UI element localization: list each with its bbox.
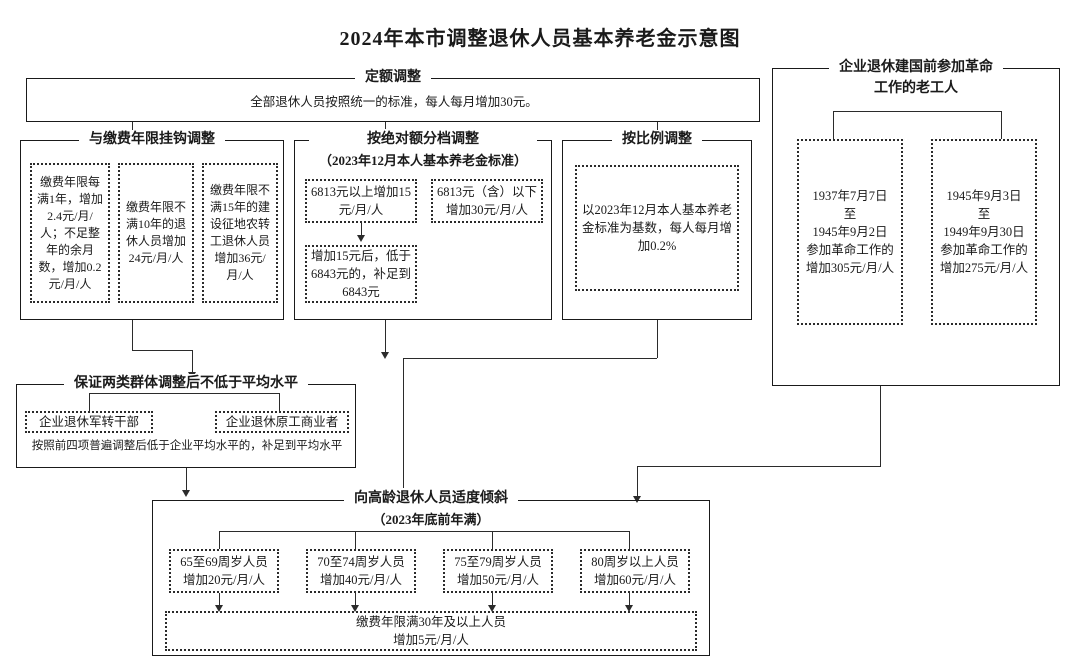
absolute-tier-box-above: 6813元以上增加15元/月/人 — [305, 179, 417, 223]
connector-proportional-down — [657, 320, 658, 358]
group-revolution-workers-legend: 企业退休建国前参加革命 工作的老工人 — [829, 57, 1003, 99]
arrow-elderly-1-down — [215, 605, 223, 612]
arrow-absolute-mid — [381, 352, 389, 359]
arrow-two-groups-to-elderly — [182, 490, 190, 497]
connector-contribution-to-two-groups — [192, 350, 193, 376]
group-contribution-years-legend: 与缴费年限挂钩调整 — [79, 130, 225, 150]
arrow-revolution-to-elderly — [633, 496, 641, 503]
connector-contribution-down — [132, 320, 133, 350]
two-groups-note: 按照前四项普遍调整后低于企业平均水平的，补足到平均水平 — [31, 440, 343, 452]
connector-revolution-to-elderly — [637, 466, 638, 500]
group-contribution-years: 与缴费年限挂钩调整 缴费年限每满1年，增加2.4元/月/人；不足整年的余月数，增… — [20, 130, 284, 320]
connector-elderly-1-down — [219, 593, 220, 607]
connector-fixed-to-contribution — [132, 122, 133, 134]
contribution-box-3: 缴费年限不满15年的建设征地农转工退休人员增加36元/月/人 — [202, 163, 278, 303]
absolute-tier-box-makeup: 增加15元后，低于6843元的，补足到6843元 — [305, 245, 417, 303]
elderly-box-1: 65至69周岁人员增加20元/月/人 — [169, 549, 279, 593]
absolute-tier-box-below: 6813元（含）以下增加30元/月/人 — [431, 179, 543, 223]
proportional-box: 以2023年12月本人基本养老金标准为基数，每人每月增加0.2% — [575, 165, 739, 291]
group-two-groups: 保证两类群体调整后不低于平均水平 企业退休军转干部 企业退休原工商业者 按照前四… — [16, 374, 356, 468]
two-groups-branch-left — [89, 393, 90, 411]
arrow-elderly-2-down — [351, 605, 359, 612]
two-groups-box-right: 企业退休原工商业者 — [215, 411, 349, 433]
connector-contribution-right — [132, 350, 192, 351]
group-fixed-adjustment-legend: 定额调整 — [355, 68, 431, 88]
revolution-branch-right — [1001, 111, 1002, 139]
connector-elderly-2-down — [355, 593, 356, 607]
elderly-branch-4 — [629, 531, 630, 549]
elderly-bottom-box: 缴费年限满30年及以上人员 增加5元/月/人 — [165, 611, 697, 651]
elderly-branch-2 — [355, 531, 356, 549]
contribution-box-1: 缴费年限每满1年，增加2.4元/月/人；不足整年的余月数，增加0.2元/月/人 — [30, 163, 110, 303]
elderly-box-2: 70至74周岁人员增加40元/月/人 — [306, 549, 416, 593]
revolution-branch-left — [833, 111, 834, 139]
arrow-above-to-makeup — [357, 235, 365, 242]
connector-above-to-makeup — [361, 223, 362, 237]
elderly-box-3: 75至79周岁人员增加50元/月/人 — [443, 549, 553, 593]
group-revolution-workers: 企业退休建国前参加革命 工作的老工人 1937年7月7日 至 1945年9月2日… — [772, 57, 1060, 386]
connector-fixed-to-proportional — [657, 122, 658, 134]
revolution-box-1: 1937年7月7日 至 1945年9月2日 参加革命工作的 增加305元/月/人 — [797, 139, 903, 325]
group-elderly-legend: 向高龄退休人员适度倾斜 （2023年底前年满） — [344, 488, 518, 530]
connector-two-groups-down — [186, 468, 187, 492]
connector-fixed-to-absolute — [385, 122, 386, 134]
arrow-elderly-3-down — [488, 605, 496, 612]
two-groups-branch-right — [279, 393, 280, 411]
group-absolute-tier: 按绝对额分档调整 （2023年12月本人基本养老金标准） 6813元以上增加15… — [294, 129, 552, 320]
two-groups-box-left: 企业退休军转干部 — [25, 411, 153, 433]
elderly-box-4: 80周岁以上人员增加60元/月/人 — [580, 549, 690, 593]
absolute-tier-legend-line2: （2023年12月本人基本养老金标准） — [318, 150, 528, 171]
group-elderly: 向高龄退休人员适度倾斜 （2023年底前年满） 65至69周岁人员增加20元/月… — [152, 488, 710, 656]
group-proportional: 按比例调整 以2023年12月本人基本养老金标准为基数，每人每月增加0.2% — [562, 130, 752, 320]
revolution-legend-line2: 工作的老工人 — [839, 78, 993, 99]
connector-revolution-left — [637, 466, 881, 467]
elderly-legend-line1: 向高龄退休人员适度倾斜 — [354, 491, 508, 506]
connector-elderly-4-down — [629, 593, 630, 607]
group-two-groups-legend: 保证两类群体调整后不低于平均水平 — [64, 374, 308, 394]
revolution-branch-horizontal — [833, 111, 1001, 112]
connector-absolute-to-elderly — [403, 358, 404, 496]
elderly-branch-1 — [219, 531, 220, 549]
fixed-adjustment-body: 全部退休人员按照统一的标准，每人每月增加30元。 — [250, 95, 538, 109]
elderly-branch-horizontal — [219, 531, 629, 532]
connector-elderly-3-down — [492, 593, 493, 607]
contribution-box-2: 缴费年限不满10年的退休人员增加24元/月/人 — [118, 163, 194, 303]
page-title: 2024年本市调整退休人员基本养老金示意图 — [339, 28, 741, 50]
connector-absolute-down — [385, 320, 386, 356]
two-groups-branch-horizontal — [89, 393, 279, 394]
connector-proportional-to-absolute-run — [403, 358, 657, 359]
elderly-branch-3 — [492, 531, 493, 549]
elderly-legend-line2: （2023年底前年满） — [354, 509, 508, 530]
group-absolute-tier-legend: 按绝对额分档调整 （2023年12月本人基本养老金标准） — [308, 129, 538, 171]
revolution-box-2: 1945年9月3日 至 1949年9月30日 参加革命工作的 增加275元/月/… — [931, 139, 1037, 325]
connector-revolution-down — [880, 386, 881, 466]
revolution-legend-line1: 企业退休建国前参加革命 — [839, 60, 993, 75]
group-fixed-adjustment: 定额调整 全部退休人员按照统一的标准，每人每月增加30元。 — [26, 68, 760, 122]
absolute-tier-legend-line1: 按绝对额分档调整 — [366, 132, 479, 147]
group-proportional-legend: 按比例调整 — [612, 130, 702, 150]
arrow-elderly-4-down — [625, 605, 633, 612]
